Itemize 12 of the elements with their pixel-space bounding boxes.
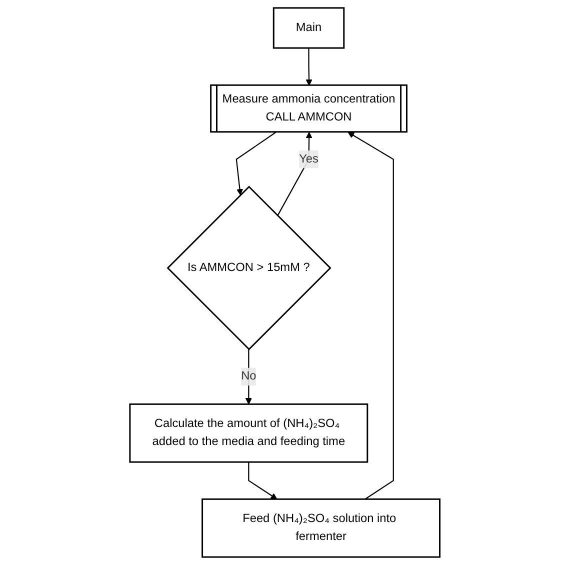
arrow: [235, 132, 276, 196]
node-box: [128, 403, 368, 463]
arrow: [347, 132, 394, 500]
arrow: [305, 48, 312, 86]
arrow: [248, 462, 277, 500]
edge-label: No: [240, 370, 256, 383]
flowchart: Yes No Main Measure ammonia concentration CALL AMMCON Is AMMCON > 15mM ? Calculate the amount of (NH₄)₂SO₄ added to the media and feeding time Feed (NH₄)₂SO₄ solution into fermenter: [124, 2, 446, 563]
arrow: [276, 132, 312, 216]
node-diamond: [166, 186, 331, 350]
node-box: [272, 7, 344, 49]
node-box: [201, 498, 440, 558]
edge-label: Yes: [298, 152, 318, 166]
